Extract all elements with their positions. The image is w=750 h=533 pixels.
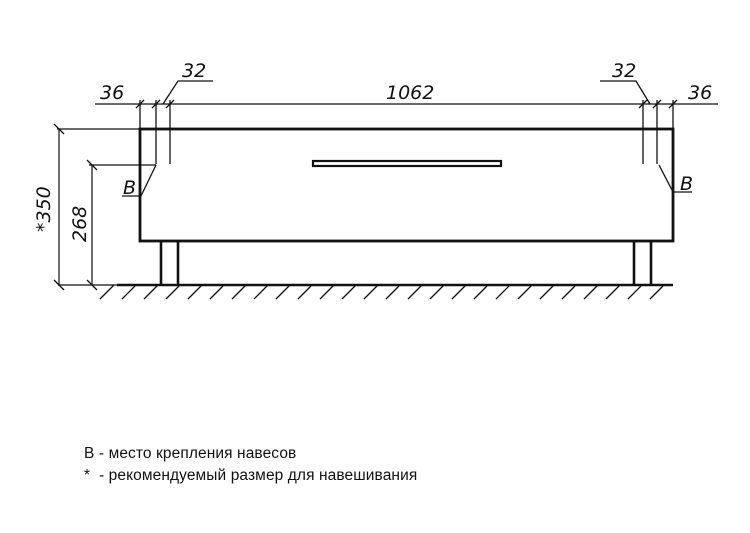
legend-item-asterisk: * - рекомендуемый размер для навешивания <box>84 465 417 487</box>
leader-32-left <box>162 80 213 105</box>
marker-b-left-leader <box>122 164 157 197</box>
marker-b-right-leader <box>658 164 692 193</box>
legend-text: рекомендуемый размер для навешивания <box>108 467 418 484</box>
legend-symbol: * <box>84 467 91 484</box>
dim-32-left: 32 <box>182 60 206 82</box>
legend-separator: - <box>98 467 105 484</box>
dim-268-height: 268 <box>69 206 91 242</box>
marker-b-right: B <box>680 173 693 195</box>
leader-32-right <box>600 80 651 105</box>
dim-36-right: 36 <box>688 82 712 104</box>
legend-symbol: В <box>84 445 95 462</box>
dim-350-height: *350 <box>33 186 55 232</box>
marker-b-left: B <box>123 177 136 199</box>
dim-1062: 1062 <box>386 82 434 104</box>
legend: В - место крепления навесов * - рекоменд… <box>84 443 417 487</box>
dim-32-right: 32 <box>612 60 636 82</box>
cabinet-body <box>138 127 675 243</box>
legend-text: место крепления навесов <box>108 445 297 462</box>
legend-item-b: В - место крепления навесов <box>84 443 417 465</box>
drawer-handle <box>311 159 503 168</box>
dim-36-left: 36 <box>100 82 124 104</box>
ground-hatching <box>99 284 665 300</box>
legend-separator: - <box>98 445 105 462</box>
